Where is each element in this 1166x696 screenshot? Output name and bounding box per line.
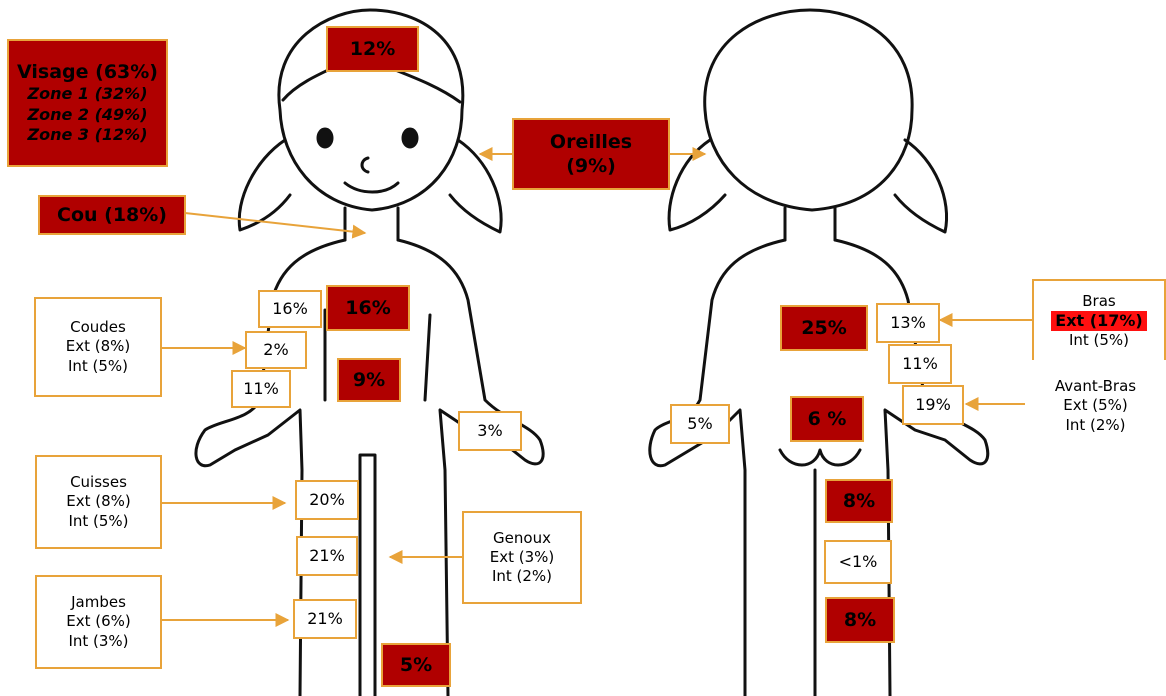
front-head [277,8,465,212]
front-forearm-value: 11% [243,378,279,398]
front-pigtail-left [237,138,292,232]
back-upper-value: 25% [801,316,847,339]
front-shin-box: 21% [293,599,357,639]
front-eye-right [401,127,419,149]
bras-title: Bras [1082,291,1116,310]
back-pigtail-left [667,138,727,232]
jambes-title: Jambes [71,593,126,612]
front-nose [360,156,370,174]
genoux-int: Int (2%) [491,567,553,586]
front-elbow-box: 2% [245,331,307,369]
front-thigh-box: 20% [295,480,359,520]
genoux-title: Genoux [493,528,551,547]
front-thigh-value: 20% [309,489,345,509]
front-torso-left [194,238,347,696]
back-lower-value: 6 % [807,407,847,430]
front-chest-value: 16% [345,296,391,319]
front-mouth [343,181,400,194]
arrow-cou [184,212,367,239]
back-forearm-value: 19% [915,394,951,414]
front-chest-box: 16% [326,285,410,331]
visage-zone2: Zone 2 (49%) [27,104,148,124]
front-arm-upper-value: 16% [272,298,308,318]
avant-bras-title: Avant-Bras [1054,377,1137,396]
back-hand-box: 5% [670,404,730,444]
oreilles-title: Oreilles [549,130,633,153]
back-upper-arm-box: 13% [876,303,940,343]
back-pigtail-right [893,138,949,234]
back-knee-box: <1% [824,540,892,584]
back-thigh-value: 8% [842,489,876,512]
back-torso-left [648,238,787,696]
front-forehead-value: 12% [349,37,396,60]
coudes-box: Coudes Ext (8%) Int (5%) [34,297,162,397]
front-pigtail-right [448,138,503,234]
front-knee-box: 21% [296,536,358,576]
back-forearm-box: 19% [902,385,964,425]
cou-label: Cou (18%) [57,203,167,226]
coudes-ext: Ext (8%) [65,337,131,356]
visage-title: Visage (63%) [17,61,158,84]
front-abdomen-value: 9% [352,368,386,391]
front-hand-value: 3% [477,420,503,440]
front-hand-box: 3% [458,411,522,451]
front-foot-value: 5% [399,653,433,676]
visage-zone1: Zone 1 (32%) [27,84,148,104]
front-arm-inner-right [423,313,432,402]
bras-int: Int (5%) [1068,331,1130,350]
front-torso-right [396,238,545,696]
genoux-ext: Ext (3%) [489,547,555,566]
cuisses-ext: Ext (8%) [66,492,131,511]
back-buttocks [778,448,862,467]
back-thigh-box: 8% [825,479,893,523]
front-leg-gap [358,453,377,696]
front-neck [343,206,400,242]
jambes-int: Int (3%) [68,631,129,650]
jambes-box: Jambes Ext (6%) Int (3%) [35,575,162,669]
cuisses-int: Int (5%) [68,511,129,530]
oreilles-value: (9%) [566,155,616,177]
back-calf-value: 8% [843,608,877,631]
back-hand-value: 5% [687,413,713,433]
front-forearm-box: 11% [231,370,291,408]
back-upper-arm-value: 13% [890,312,926,332]
arrows [162,147,1032,627]
front-forehead-box: 12% [326,26,419,72]
bras-box: Bras Ext (17%) Int (5%) [1032,279,1166,363]
avant-bras-box: Avant-Bras Ext (5%) Int (2%) [1025,360,1166,452]
front-eye-left [316,127,334,149]
back-elbow-value: 11% [902,353,938,373]
visage-zone3: Zone 3 (12%) [27,125,148,145]
genoux-box: Genoux Ext (3%) Int (2%) [462,511,582,604]
coudes-int: Int (5%) [67,356,129,375]
jambes-ext: Ext (6%) [66,612,131,631]
cuisses-title: Cuisses [70,473,127,492]
oreilles-box: Oreilles (9%) [512,118,670,190]
bras-ext: Ext (17%) [1051,310,1147,332]
back-head [703,8,914,212]
back-elbow-box: 11% [888,344,952,384]
back-neck [783,206,837,242]
front-knee-value: 21% [309,545,345,565]
back-calf-box: 8% [825,597,895,643]
visage-box: Visage (63%) Zone 1 (32%) Zone 2 (49%) Z… [7,39,168,167]
front-abdomen-box: 9% [337,358,401,402]
front-arm-upper-box: 16% [258,290,322,328]
front-shin-value: 21% [307,608,343,628]
front-elbow-value: 2% [263,339,289,359]
avant-bras-ext: Ext (5%) [1063,396,1128,415]
avant-bras-int: Int (2%) [1065,415,1126,434]
back-upper-box: 25% [780,305,868,351]
back-knee-value: <1% [838,551,878,571]
cou-box: Cou (18%) [38,195,186,235]
front-foot-box: 5% [381,643,451,687]
coudes-title: Coudes [70,318,126,337]
back-lower-box: 6 % [790,396,864,442]
cuisses-box: Cuisses Ext (8%) Int (5%) [35,455,162,549]
